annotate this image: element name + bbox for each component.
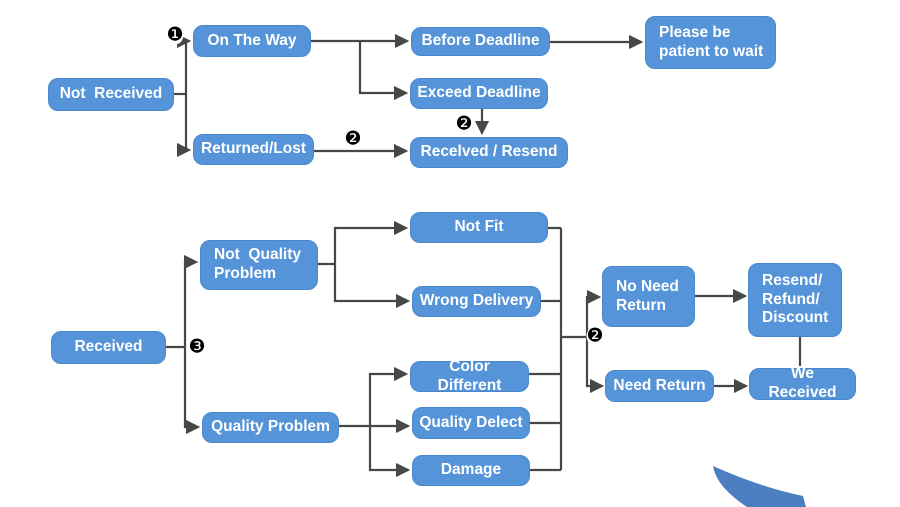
- connector-qp-colordifferent: [368, 366, 409, 426]
- connector-ontheway-exceeddeadline: [358, 41, 409, 101]
- badge-step-2-return-split: ❷: [586, 325, 604, 347]
- node-not-received: Not Received: [48, 78, 174, 111]
- node-resend-refund-discount: Resend/ Refund/ Discount: [748, 263, 842, 337]
- node-quality-problem: Quality Problem: [202, 412, 339, 443]
- node-quality-delect: Quality Delect: [412, 407, 530, 439]
- node-on-the-way: On The Way: [193, 25, 311, 57]
- badge-step-3: ❸: [188, 336, 206, 358]
- node-need-return: Need Return: [605, 370, 714, 402]
- node-we-received: We Received: [749, 365, 856, 401]
- node-received: Received: [51, 331, 166, 364]
- node-no-need-return: No Need Return: [602, 266, 695, 327]
- connector-received-notqualityproblem: [183, 254, 199, 347]
- node-damage: Damage: [412, 455, 530, 486]
- node-before-deadline: Before Deadline: [411, 27, 550, 56]
- badge-step-2-returned-lost: ❷: [344, 128, 362, 150]
- connector-nqp-notfit: [333, 220, 409, 264]
- node-received-resend: Recelved / Resend: [410, 137, 568, 168]
- node-please-be-patient: Please be patient to wait: [645, 16, 776, 69]
- node-exceed-deadline: Exceed Deadline: [410, 78, 548, 109]
- badge-step-1: ❶: [166, 24, 184, 46]
- node-not-fit: Not Fit: [410, 212, 548, 243]
- node-wrong-delivery: Wrong Delivery: [412, 286, 541, 317]
- node-returned-lost: Returned/Lost: [193, 134, 314, 165]
- connector-qp-damage: [368, 426, 411, 478]
- connector-notreceived-ontheway: [176, 33, 192, 94]
- connector-nqp-wrongdelivery: [333, 264, 411, 309]
- swoosh-decoration: [713, 466, 806, 507]
- node-not-quality-problem: Not Quality Problem: [200, 240, 318, 290]
- connector-notreceived-returnedlost: [176, 94, 192, 158]
- node-color-different: Color Different: [410, 358, 529, 394]
- connector-split-needreturn: [585, 337, 605, 394]
- connector-received-qualityproblem: [183, 347, 201, 435]
- badge-step-2-exceed-deadline: ❷: [455, 113, 473, 135]
- connector-split-noneedreturn: [585, 289, 602, 337]
